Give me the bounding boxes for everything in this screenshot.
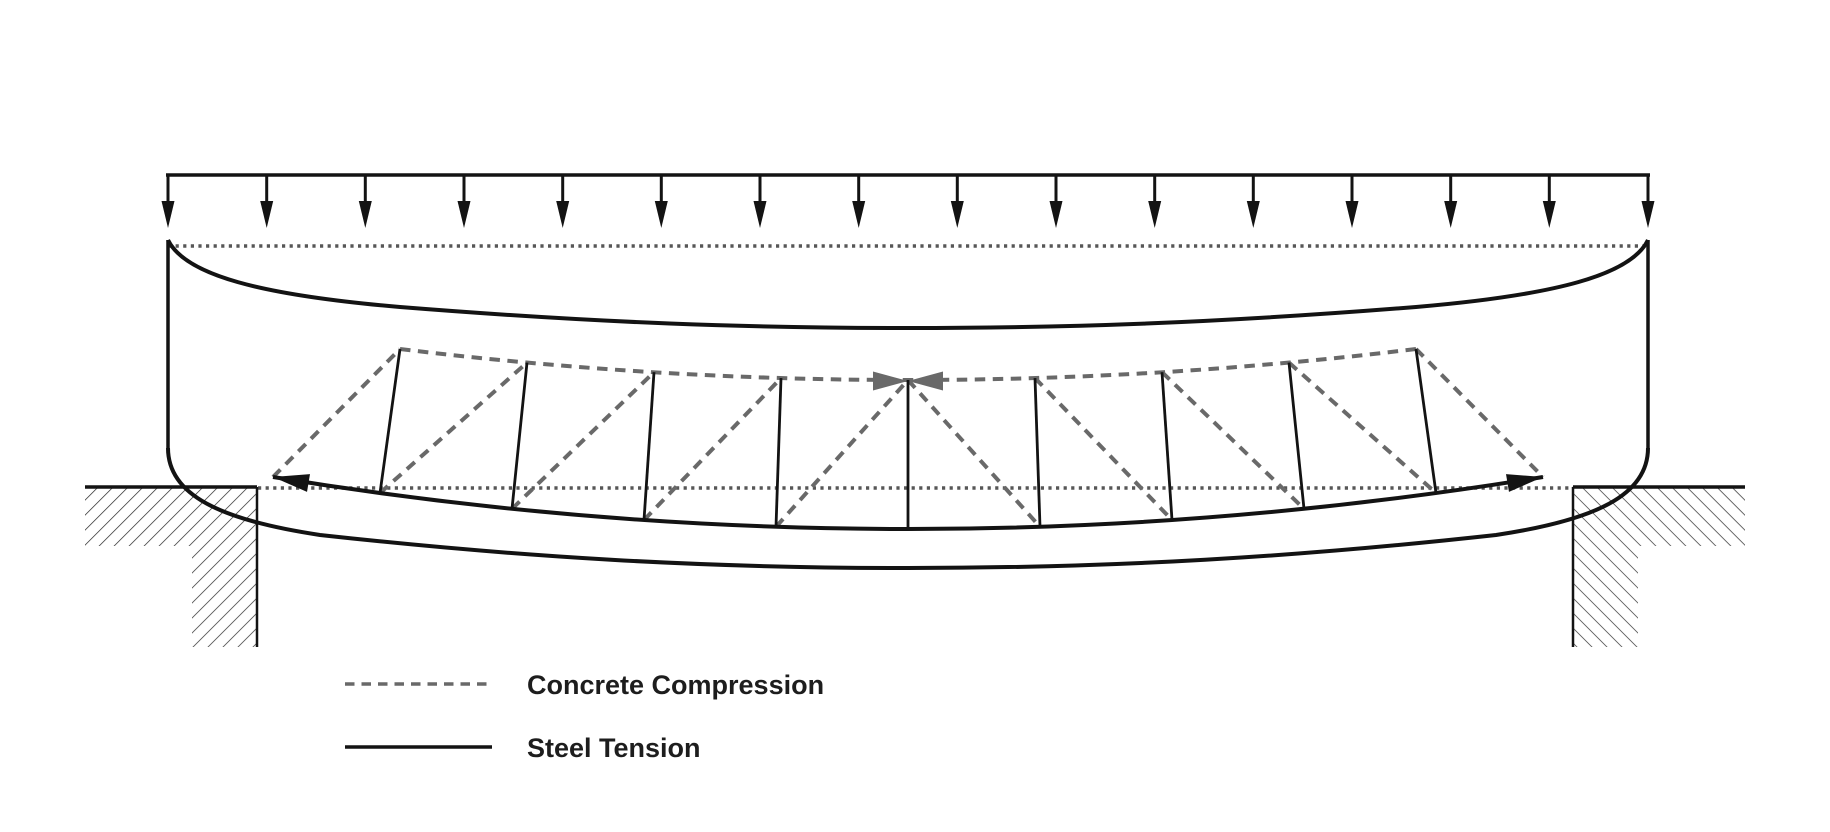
stirrup-line [774, 378, 783, 527]
load-arrow [1640, 174, 1656, 230]
legend-item-concrete-compression: Concrete Compression [345, 670, 824, 700]
distributed-load [160, 173, 1656, 230]
legend-item-steel-tension: Steel Tension [345, 733, 701, 763]
tension-anchor-arrow-left [273, 474, 310, 492]
stirrup-line [510, 362, 529, 509]
stirrup-line [1160, 372, 1174, 521]
legend: Concrete Compression Steel Tension [345, 670, 824, 763]
tension-anchor-arrow-right [1506, 474, 1543, 492]
left-support [85, 485, 259, 647]
legend-label-concrete-compression: Concrete Compression [527, 670, 824, 700]
compression-diagonal [1033, 376, 1174, 522]
load-arrow [357, 174, 374, 230]
compression-diagonal [774, 378, 910, 529]
beam-bottom-face-curve [166, 447, 1650, 571]
load-arrow [456, 174, 472, 230]
load-arrow [1048, 174, 1064, 230]
load-arrow [554, 174, 571, 230]
right-support [1571, 485, 1745, 647]
stirrup-line [378, 348, 402, 494]
load-arrow [160, 174, 176, 230]
legend-label-steel-tension: Steel Tension [527, 733, 701, 763]
compression-meet-arrow-right [908, 371, 943, 391]
compression-diagonal [1414, 347, 1545, 479]
compression-diagonal [906, 378, 1042, 529]
compression-diagonal [1160, 370, 1306, 511]
stirrup-line [1033, 378, 1042, 527]
load-arrow [1146, 174, 1163, 230]
load-arrow [752, 174, 768, 230]
load-arrow [1442, 174, 1459, 230]
stirrup-line [1414, 348, 1438, 494]
compression-diagonal [271, 347, 402, 479]
beam-top-face-curve [166, 239, 1650, 331]
stirrup-line [1287, 362, 1306, 509]
beam-outline [166, 239, 1650, 571]
load-arrow [653, 174, 670, 230]
left-support-hatch [85, 487, 257, 647]
load-arrow [1541, 174, 1558, 230]
compression-meet-arrow-left [873, 371, 908, 391]
steel-tension-members [272, 348, 1544, 531]
load-arrow [1245, 174, 1262, 230]
load-arrow [258, 174, 275, 230]
reference-lines [168, 244, 1648, 490]
right-support-hatch [1573, 487, 1745, 647]
compression-diagonal [510, 370, 656, 511]
load-arrow [1344, 174, 1360, 230]
load-arrow [949, 174, 966, 230]
compression-diagonal [1287, 361, 1438, 495]
compression-diagonal [642, 376, 783, 522]
stirrup-line [642, 372, 656, 521]
load-arrow [850, 174, 867, 230]
compression-top-chord [399, 347, 1417, 382]
compression-diagonal [378, 361, 529, 495]
